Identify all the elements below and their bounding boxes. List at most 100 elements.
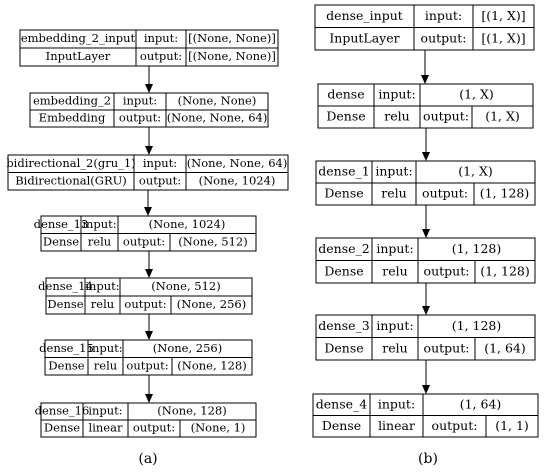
output-label: output: <box>424 263 470 278</box>
layer-type: Embedding <box>39 111 106 125</box>
output-label: output: <box>422 186 468 201</box>
input-shape: (1, X) <box>459 87 494 102</box>
input-shape: (1, 64) <box>460 396 502 411</box>
input-shape: [(None, None)] <box>188 31 276 45</box>
caption-b: (b) <box>418 451 438 467</box>
layer-activation: relu <box>382 340 407 355</box>
layer-activation: relu <box>381 186 406 201</box>
layer-name: bidirectional_2(gru_1) <box>6 156 135 170</box>
output-shape: [(1, X)] <box>481 30 525 45</box>
input-shape: (None, 256) <box>153 341 222 355</box>
layer-name: dense_13 <box>34 217 89 231</box>
caption-a: (a) <box>138 451 157 467</box>
layer-name: dense <box>327 87 364 102</box>
layer-activation: relu <box>91 297 114 311</box>
input-label: input: <box>144 31 178 45</box>
layer-name: dense_4 <box>316 396 368 411</box>
input-label: input: <box>143 156 177 170</box>
layer-activation: relu <box>88 234 111 248</box>
output-shape: (None, 128) <box>177 358 246 372</box>
layer-activation: relu <box>94 358 117 372</box>
input-label: input: <box>425 8 462 23</box>
input-shape: (1, 128) <box>452 241 502 256</box>
input-label: input: <box>82 217 116 231</box>
output-label: output: <box>123 234 165 248</box>
arrow-head-icon <box>422 152 430 161</box>
input-label: input: <box>378 87 415 102</box>
input-label: input: <box>85 279 119 293</box>
input-shape: (None, 128) <box>157 404 226 418</box>
layer-node-dense-3: dense_3 input: (1, 128) Dense relu output: (1,… <box>315 314 536 361</box>
layer-type: InputLayer <box>46 49 111 63</box>
layer-name: dense_14 <box>38 279 93 293</box>
input-shape: (1, X) <box>458 164 493 179</box>
output-shape: [(None, None)] <box>188 49 276 63</box>
layer-type: Bidirectional(GRU) <box>15 173 127 187</box>
arrow-head-icon <box>422 229 430 238</box>
layer-activation: relu <box>382 263 407 278</box>
output-shape: (1, 128) <box>480 186 530 201</box>
output-label: output: <box>139 173 181 187</box>
input-label: input: <box>88 404 122 418</box>
output-shape: (1, 1) <box>495 418 529 433</box>
arrow-head-icon <box>422 385 430 394</box>
output-label: output: <box>421 30 467 45</box>
output-label: output: <box>432 418 478 433</box>
input-label: input: <box>123 94 157 108</box>
input-label: input: <box>376 241 413 256</box>
input-shape: (None, None) <box>178 94 257 108</box>
layer-name: dense_16 <box>35 404 90 418</box>
layer-type: Dense <box>324 263 363 278</box>
diagram-b: dense_input input: [(1, X)] InputLayer outpu… <box>312 4 539 467</box>
output-label: output: <box>126 358 168 372</box>
layer-type: Dense <box>44 421 80 435</box>
arrow-head-icon <box>145 331 153 340</box>
layer-node-embedding-2: embedding_2 input: (None, None) Embedding ou… <box>29 92 269 128</box>
layer-name: dense_15 <box>39 341 94 355</box>
output-label: output: <box>140 49 182 63</box>
layer-type: Dense <box>324 186 363 201</box>
output-shape: (None, None, 64) <box>167 111 268 125</box>
input-label: input: <box>376 318 413 333</box>
arrow-head-icon <box>144 207 152 216</box>
arrow-head-icon <box>421 75 429 84</box>
layer-name: dense_3 <box>318 318 370 333</box>
arrow-head-icon <box>422 306 430 315</box>
layer-node-dense-input: dense_input input: [(1, X)] InputLayer outpu… <box>314 4 535 51</box>
layer-name: embedding_2 <box>33 94 111 108</box>
output-label: output: <box>424 340 470 355</box>
arrow-head-icon <box>145 146 153 155</box>
output-shape: (1, 64) <box>484 340 526 355</box>
input-shape: (None, 512) <box>151 279 220 293</box>
output-shape: (None, 1) <box>191 421 246 435</box>
layer-type: Dense <box>326 109 365 124</box>
layer-node-bidirectional-2-gru-1: bidirectional_2(gru_1) input: (None, None,… <box>6 154 289 191</box>
input-label: input: <box>88 341 122 355</box>
layer-type: Dense <box>324 340 363 355</box>
input-shape: (None, None, 64) <box>187 156 288 170</box>
arrow-head-icon <box>145 269 153 278</box>
output-label: output: <box>119 111 161 125</box>
input-label: input: <box>378 396 415 411</box>
output-shape: (None, 512) <box>178 234 247 248</box>
layer-type: Dense <box>322 418 361 433</box>
input-label: input: <box>375 164 412 179</box>
layer-type: Dense <box>48 358 84 372</box>
layer-type: InputLayer <box>329 30 399 45</box>
layer-type: Dense <box>47 297 83 311</box>
output-shape: (None, 1024) <box>199 173 276 187</box>
input-shape: [(1, X)] <box>481 8 525 23</box>
input-shape: (1, 128) <box>452 318 502 333</box>
arrow-head-icon <box>145 84 153 93</box>
layer-name: dense_input <box>326 8 403 23</box>
output-shape: (1, X) <box>485 109 520 124</box>
